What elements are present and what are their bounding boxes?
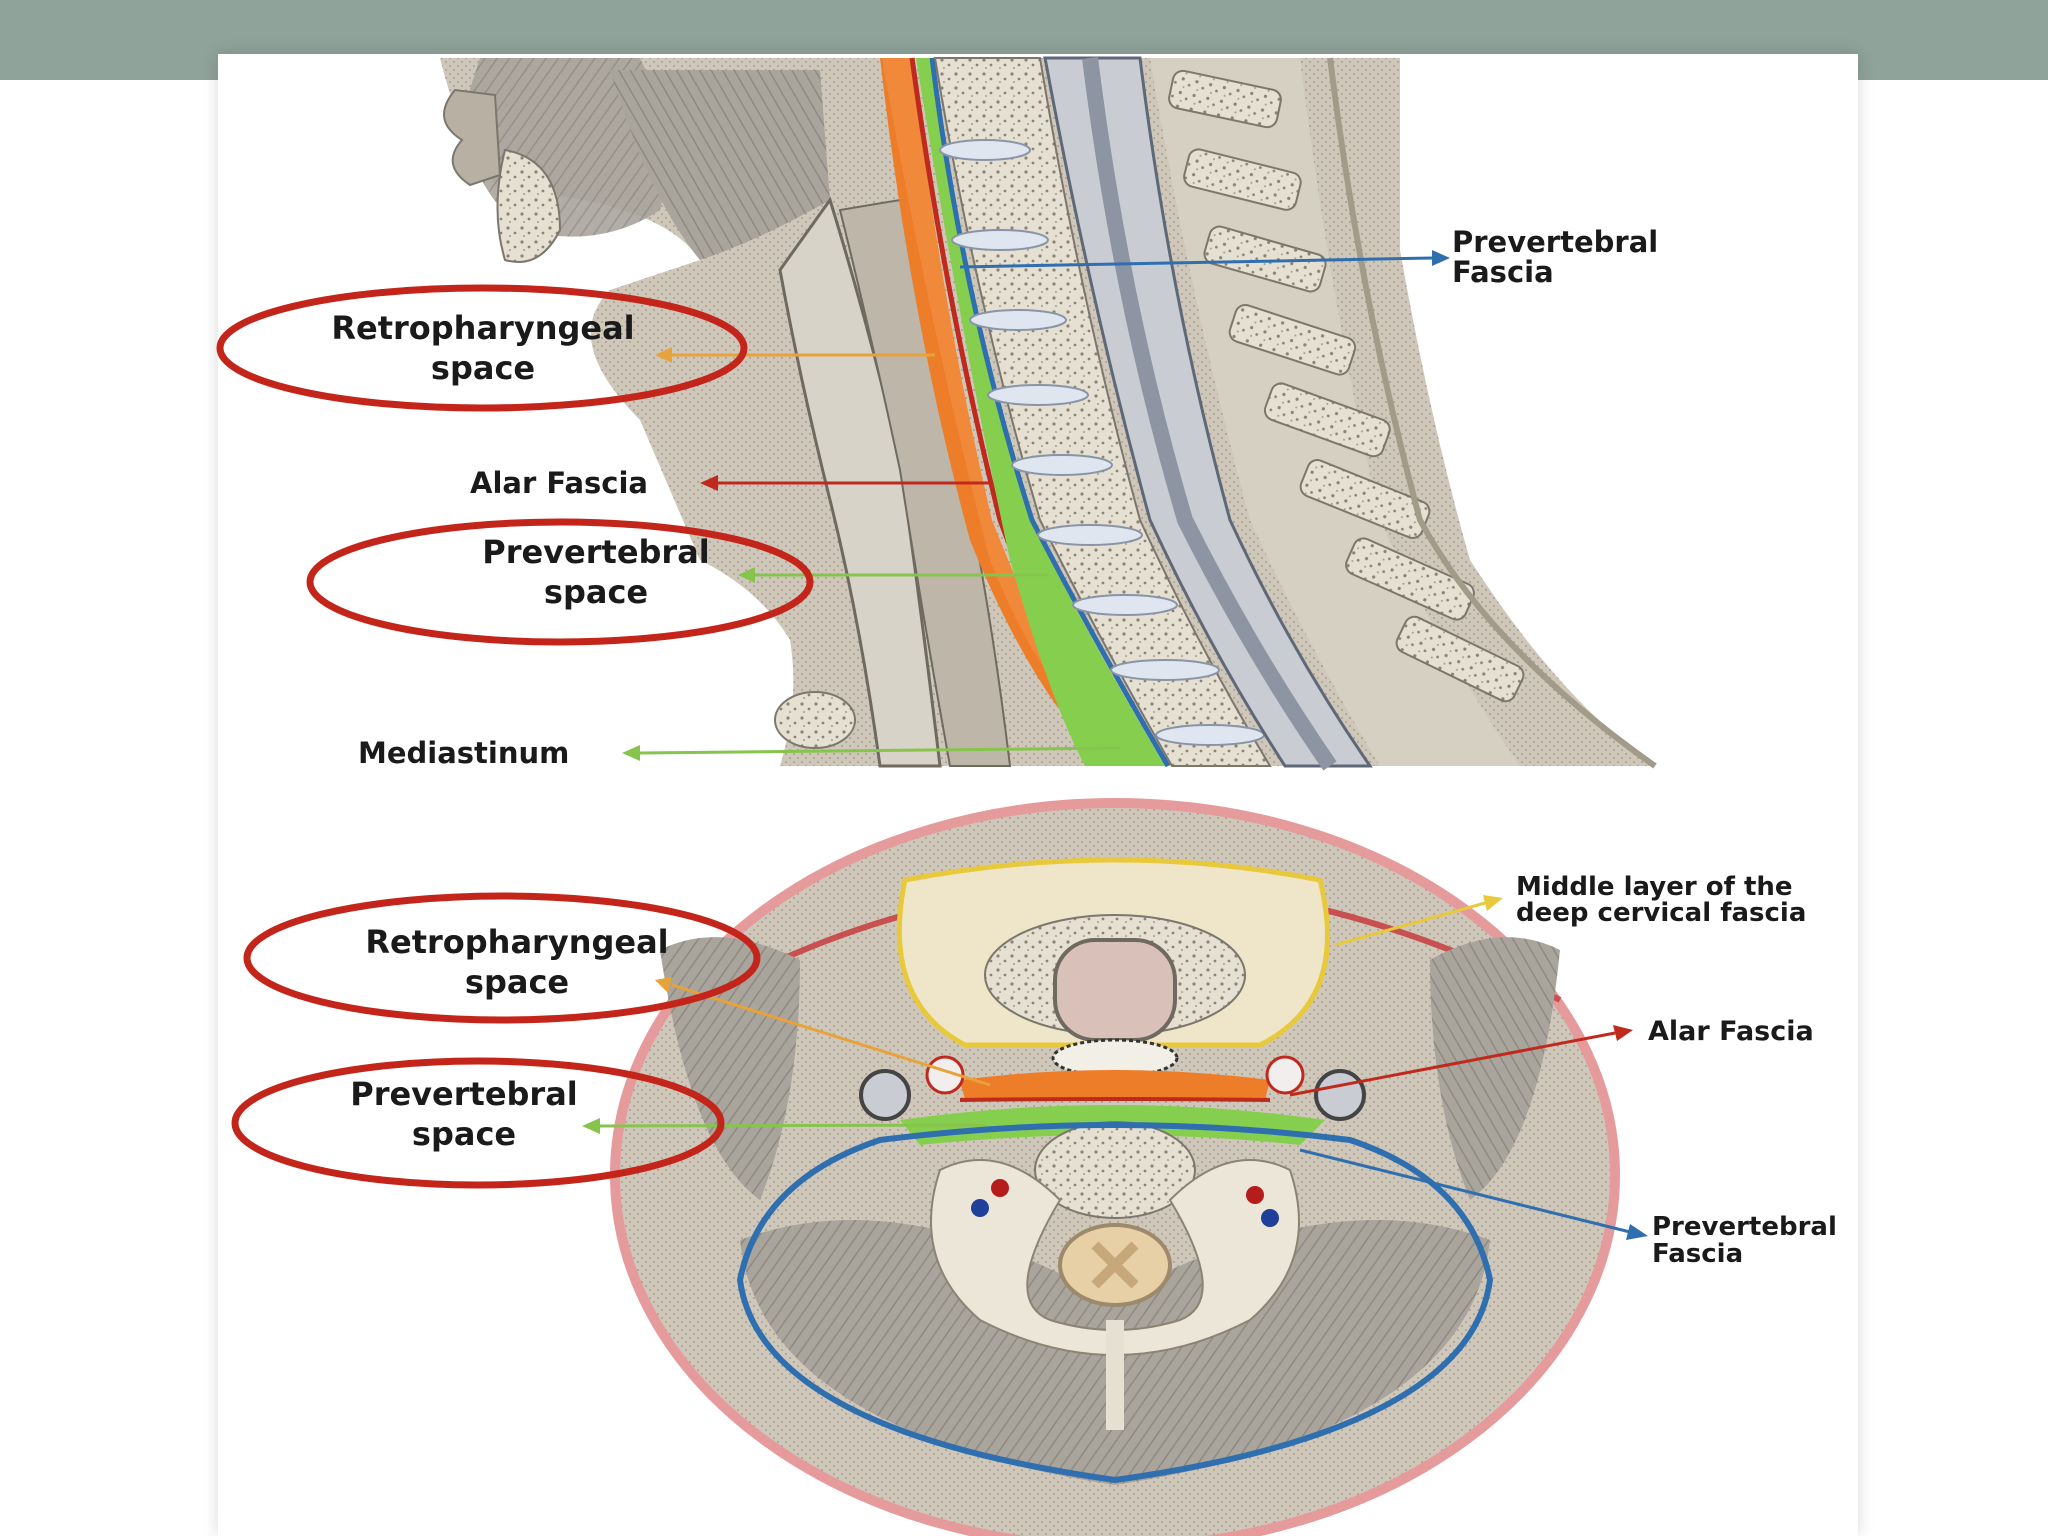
spinal-cord [1043, 56, 1373, 768]
esophagus-axial [1051, 1038, 1179, 1078]
ax-middle-layer-arrow [1334, 901, 1486, 947]
axial-retropharyngeal-space [960, 1070, 1270, 1100]
left-sternocleidomastoid [660, 937, 800, 1200]
sag-prevertebral-space-label-1: Prevertebral [482, 533, 710, 571]
back-skin-edge [1327, 57, 1657, 769]
sag-mediastinum-arrow [639, 746, 1121, 755]
sag-mediastinum-label: Mediastinum [358, 736, 569, 770]
sagittal-labels: Prevertebral Fascia Retropharyngeal spac… [331, 225, 1658, 770]
leader-lines [582, 250, 1648, 1240]
clavicle [774, 691, 856, 749]
tongue [610, 70, 830, 260]
ax-alar-fascia-label: Alar Fascia [1648, 1016, 1814, 1047]
highlight-ellipses [216, 284, 814, 1189]
ax-middle-layer-label-1: Middle layer of the [1516, 872, 1793, 902]
sag-retropharyngeal-ellipse [216, 284, 748, 412]
ax-prevertebral-space-label-2: space [412, 1115, 516, 1153]
ax-prevertebral-ellipse [231, 1057, 725, 1189]
ax-alar-fascia-arrow [1289, 1031, 1616, 1097]
sag-prevertebral-space-label-2: space [544, 573, 648, 611]
ax-retropharyngeal-arrow [671, 983, 991, 1087]
sag-prevertebral-ellipse [306, 518, 814, 646]
sag-retropharyngeal-label-1: Retropharyngeal [331, 309, 634, 347]
axial-labels: Middle layer of the deep cervical fascia… [350, 872, 1837, 1269]
lips [443, 88, 502, 187]
axial-alar-fascia [959, 1097, 1271, 1102]
ax-prevertebral-fascia-arrow [1299, 1148, 1631, 1234]
jaw-bone [496, 148, 562, 263]
ax-prevertebral-space-arrow [599, 1123, 986, 1128]
right-sternocleidomastoid [1430, 937, 1560, 1200]
vertebral-arch [930, 1159, 1300, 1356]
sag-retropharyngeal-label-2: space [431, 349, 535, 387]
intervertebral-discs [939, 139, 1265, 746]
ax-prevertebral-fascia-label-1: Prevertebral [1652, 1212, 1837, 1242]
axial-view [610, 798, 1620, 1536]
sag-prevertebral-fascia-label-1: Prevertebral [1452, 225, 1658, 259]
ax-retropharyngeal-ellipse [243, 892, 761, 1024]
sag-prevertebral-fascia-arrow [959, 256, 1433, 269]
ax-prevertebral-space-label-1: Prevertebral [350, 1075, 578, 1113]
spinal-cord-center [1082, 57, 1337, 771]
sag-alar-fascia-label: Alar Fascia [470, 466, 648, 500]
prevertebral-fascia-line [929, 57, 1171, 768]
ax-middle-layer-label-2: deep cervical fascia [1516, 898, 1806, 928]
spinal-cord-gray-matter [1091, 1241, 1139, 1289]
ax-prevertebral-fascia-label-2: Fascia [1652, 1239, 1743, 1269]
ax-retropharyngeal-label-2: space [465, 963, 569, 1001]
retropharyngeal-band-wide [882, 58, 1070, 700]
sag-prevertebral-fascia-label-2: Fascia [1452, 255, 1554, 289]
spinous-processes [1168, 69, 1525, 703]
left-carotid-sheath [859, 1055, 965, 1121]
axial-prevertebral-fascia [736, 1122, 1494, 1484]
vertebral-vessels [971, 1179, 1279, 1227]
sagittal-view [440, 56, 1657, 771]
ax-retropharyngeal-label-1: Retropharyngeal [365, 923, 668, 961]
trachea [1053, 938, 1177, 1042]
